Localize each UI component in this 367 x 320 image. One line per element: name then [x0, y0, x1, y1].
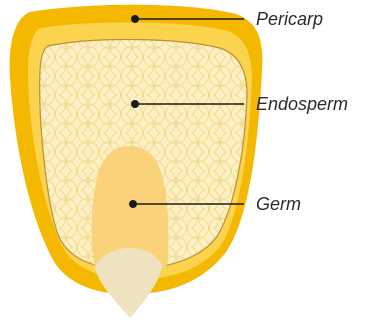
tip-cap — [95, 248, 162, 318]
endosperm-label: Endosperm — [256, 94, 348, 114]
germ-label: Germ — [256, 194, 301, 214]
pericarp-label: Pericarp — [256, 9, 323, 29]
